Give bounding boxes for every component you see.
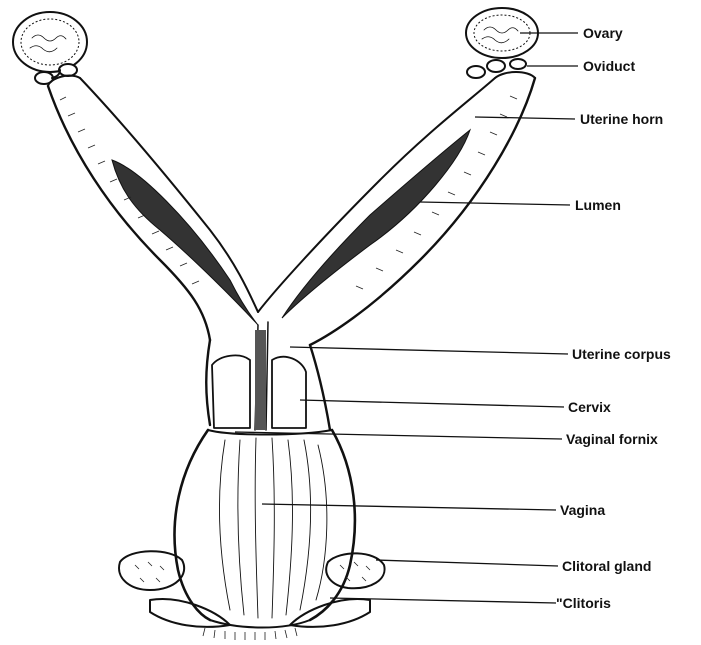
right-oviduct bbox=[467, 59, 526, 78]
clitoral-gland-right bbox=[326, 553, 384, 588]
clitoral-gland-left bbox=[119, 551, 184, 590]
vagina bbox=[175, 430, 355, 628]
uterine-corpus bbox=[206, 322, 330, 430]
label-vaginal-fornix: Vaginal fornix bbox=[566, 431, 658, 447]
leader-lines bbox=[235, 33, 578, 603]
label-clitoral-gland: Clitoral gland bbox=[562, 558, 651, 574]
clitoris bbox=[150, 599, 370, 640]
label-uterine-corpus: Uterine corpus bbox=[572, 346, 671, 362]
label-clitoris: "Clitoris bbox=[556, 595, 611, 611]
label-ovary: Ovary bbox=[583, 25, 623, 41]
label-lumen: Lumen bbox=[575, 197, 621, 213]
uterine-horns bbox=[48, 72, 535, 345]
left-ovary bbox=[13, 12, 87, 72]
label-uterine-horn: Uterine horn bbox=[580, 111, 663, 127]
label-oviduct: Oviduct bbox=[583, 58, 635, 74]
label-cervix: Cervix bbox=[568, 399, 611, 415]
label-vagina: Vagina bbox=[560, 502, 605, 518]
